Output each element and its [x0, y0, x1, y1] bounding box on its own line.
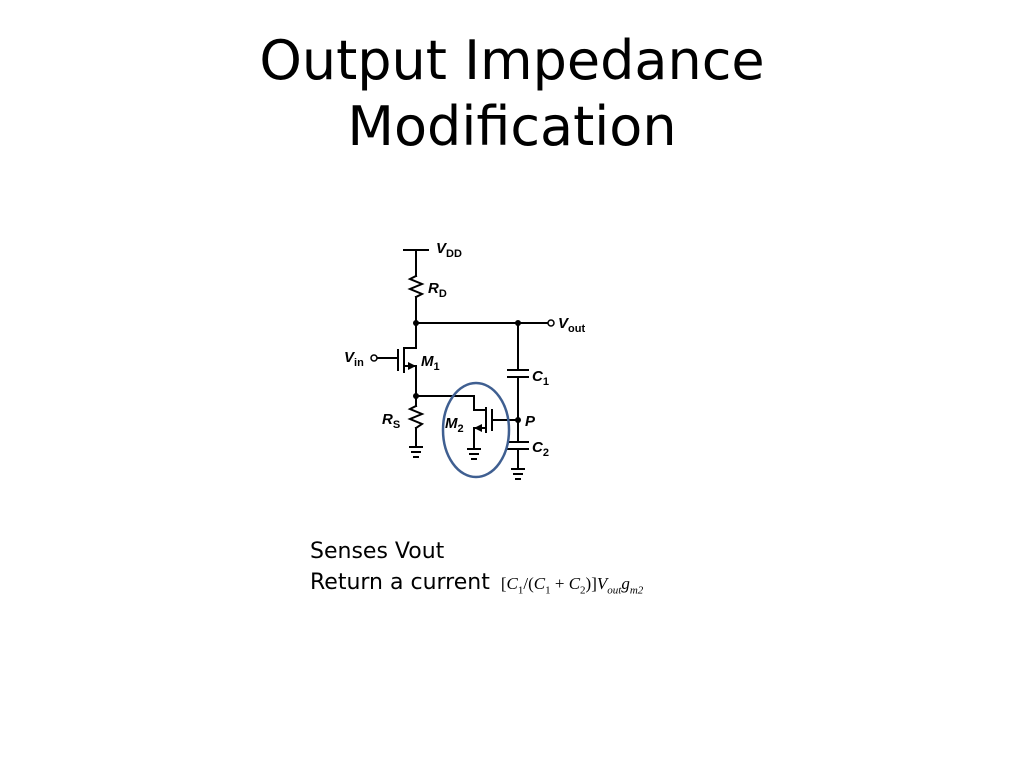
c2-label: C2 [532, 439, 549, 459]
current-formula: [C1/(C1 + C2)]Voutgm2 [500, 574, 644, 597]
note-return-current-text: Return a current [310, 570, 490, 595]
junction-dot [413, 393, 419, 399]
junction-dot [515, 417, 521, 423]
vout-terminal [547, 319, 555, 327]
vin-terminal [370, 354, 378, 362]
vout-label: Vout [558, 315, 585, 335]
note-senses-vout: Senses Vout [310, 539, 445, 564]
slide-title: Output Impedance Modification [0, 28, 1024, 160]
rd-resistor [407, 274, 425, 299]
title-line-2: Modification [347, 95, 677, 158]
m2-highlight-ellipse [441, 381, 511, 479]
title-line-1: Output Impedance [259, 29, 765, 92]
m1-source-arrow [408, 362, 416, 370]
notes-text: Senses Vout Return a current [C1/(C1 + C… [310, 536, 643, 606]
m2-label: M2 [445, 415, 464, 435]
vin-label: Vin [344, 349, 364, 369]
vdd-label: VDD [436, 240, 462, 260]
rs-label: RS [382, 411, 400, 431]
rd-label: RD [428, 280, 447, 300]
ground-symbol-rs [409, 446, 423, 458]
note-return-current: Return a current [C1/(C1 + C2)]Voutgm2 [310, 567, 643, 606]
junction-dot [515, 320, 521, 326]
c1-label: C1 [532, 368, 549, 388]
junction-dot [413, 320, 419, 326]
m2-source-arrow [474, 424, 482, 432]
m1-label: M1 [421, 353, 440, 373]
ground-symbol-c2 [511, 468, 525, 480]
p-node-label: P [525, 413, 536, 430]
ground-symbol-m2 [467, 448, 481, 460]
rs-resistor [407, 404, 425, 430]
